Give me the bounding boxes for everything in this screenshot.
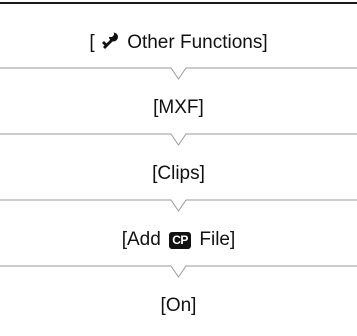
step-other-functions: [ Other Functions]: [0, 31, 357, 55]
top-rule: [0, 2, 357, 4]
step-mxf: [MXF]: [0, 97, 357, 119]
cp-badge-icon: CP: [169, 231, 192, 249]
step-3-label: [Clips]: [152, 163, 205, 184]
step-4-suffix: File]: [199, 229, 236, 250]
step-5-label: [On]: [160, 295, 197, 316]
step-on: [On]: [0, 295, 357, 317]
step-clips: [Clips]: [0, 163, 357, 185]
step-1-label: Other Functions]: [127, 32, 268, 53]
separator-4: [0, 265, 357, 279]
step-4-prefix: [Add: [121, 229, 161, 250]
separator-1: [0, 67, 357, 81]
step-1-prefix: [: [89, 32, 95, 53]
separator-3: [0, 199, 357, 213]
separator-2: [0, 133, 357, 147]
step-2-label: [MXF]: [153, 97, 204, 118]
step-add-cp-file: [Add CP File]: [0, 229, 357, 251]
wrench-icon: [101, 31, 121, 55]
